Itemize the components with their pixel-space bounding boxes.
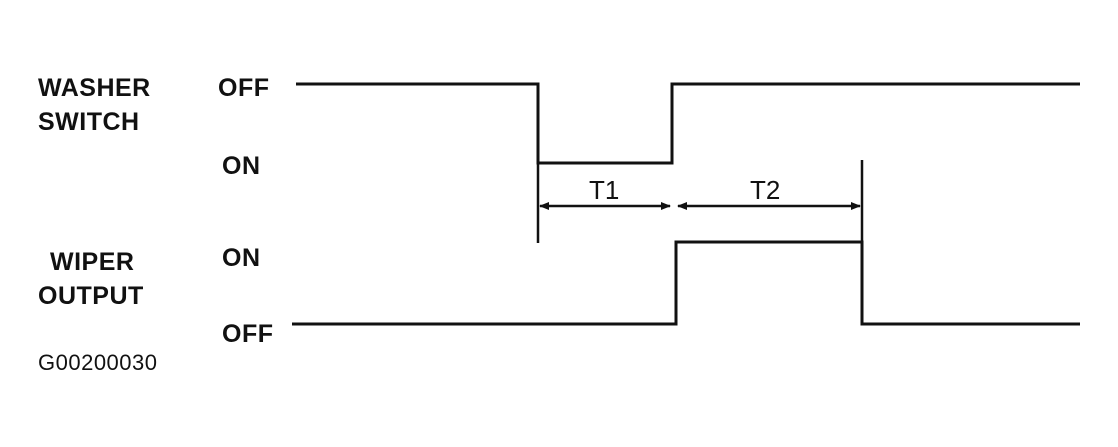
figure-code: G00200030	[38, 350, 158, 375]
t2-label: T2	[750, 175, 780, 205]
washer-off-state-label: OFF	[218, 74, 270, 102]
wiper-output-label-line1: WIPER	[50, 248, 135, 276]
t1-label: T1	[589, 175, 619, 205]
washer-on-state-label: ON	[222, 152, 261, 180]
wiper-on-state-label: ON	[222, 244, 261, 272]
wiper-output-label-line2: OUTPUT	[38, 282, 144, 310]
washer-switch-waveform	[296, 82, 1080, 165]
wiper-output-waveform	[292, 240, 1080, 326]
washer-switch-label-line1: WASHER	[38, 74, 151, 102]
washer-switch-label-line2: SWITCH	[38, 108, 140, 136]
wiper-off-state-label: OFF	[222, 320, 274, 348]
